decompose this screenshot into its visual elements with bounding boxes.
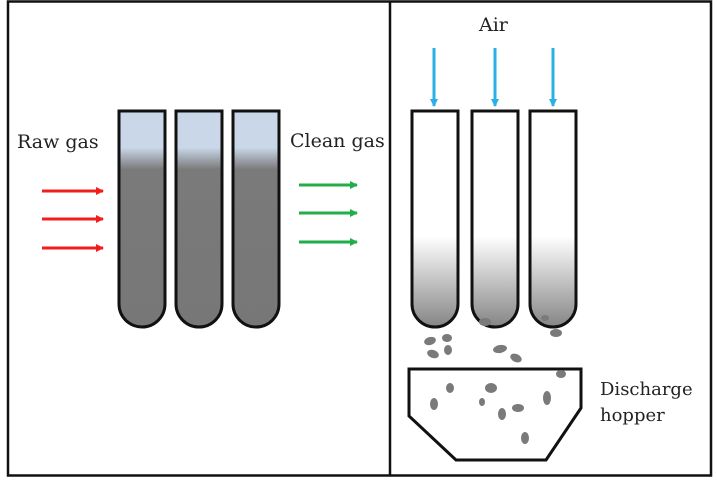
raw-gas-arrows xyxy=(42,187,104,252)
discharge-hopper xyxy=(407,367,583,462)
dust-particle xyxy=(498,408,506,420)
dust-particle xyxy=(550,329,562,337)
air-label: Air xyxy=(479,14,508,36)
dirty-filter-bag xyxy=(174,109,224,329)
air-arrows xyxy=(430,48,557,107)
pulsed-filter-bag xyxy=(470,109,520,329)
clean-gas-arrows xyxy=(299,181,358,246)
clean-gas-label: Clean gas xyxy=(290,130,385,152)
dust-particle xyxy=(493,344,507,354)
outer-frame xyxy=(6,0,713,477)
discharge-hopper-label: Discharge hopper xyxy=(600,379,693,426)
dust-particle xyxy=(479,398,485,406)
dust-particle xyxy=(479,318,491,326)
dust-particle xyxy=(543,391,551,405)
dirty-filter-bag xyxy=(231,109,281,329)
dust-particle xyxy=(521,432,529,444)
dust-particle xyxy=(485,383,497,393)
pulsed-filter-bag xyxy=(410,109,460,329)
pulsed-filter-bag xyxy=(528,109,578,329)
cleaning-bags xyxy=(410,109,578,329)
dust-particle xyxy=(424,336,436,346)
dust-particle xyxy=(427,349,439,359)
falling-dust xyxy=(424,315,562,363)
dust-particle xyxy=(512,404,524,412)
dust-particle xyxy=(541,315,549,321)
filtration-bags xyxy=(117,109,281,329)
dust-particle xyxy=(444,345,452,355)
dust-particle xyxy=(430,398,438,410)
dust-particle xyxy=(510,353,522,363)
dirty-filter-bag xyxy=(117,109,167,329)
dust-particle xyxy=(556,370,566,378)
raw-gas-label: Raw gas xyxy=(17,131,99,153)
dust-particle xyxy=(442,334,452,342)
hopper-dust xyxy=(430,370,566,444)
dust-particle xyxy=(446,383,454,393)
